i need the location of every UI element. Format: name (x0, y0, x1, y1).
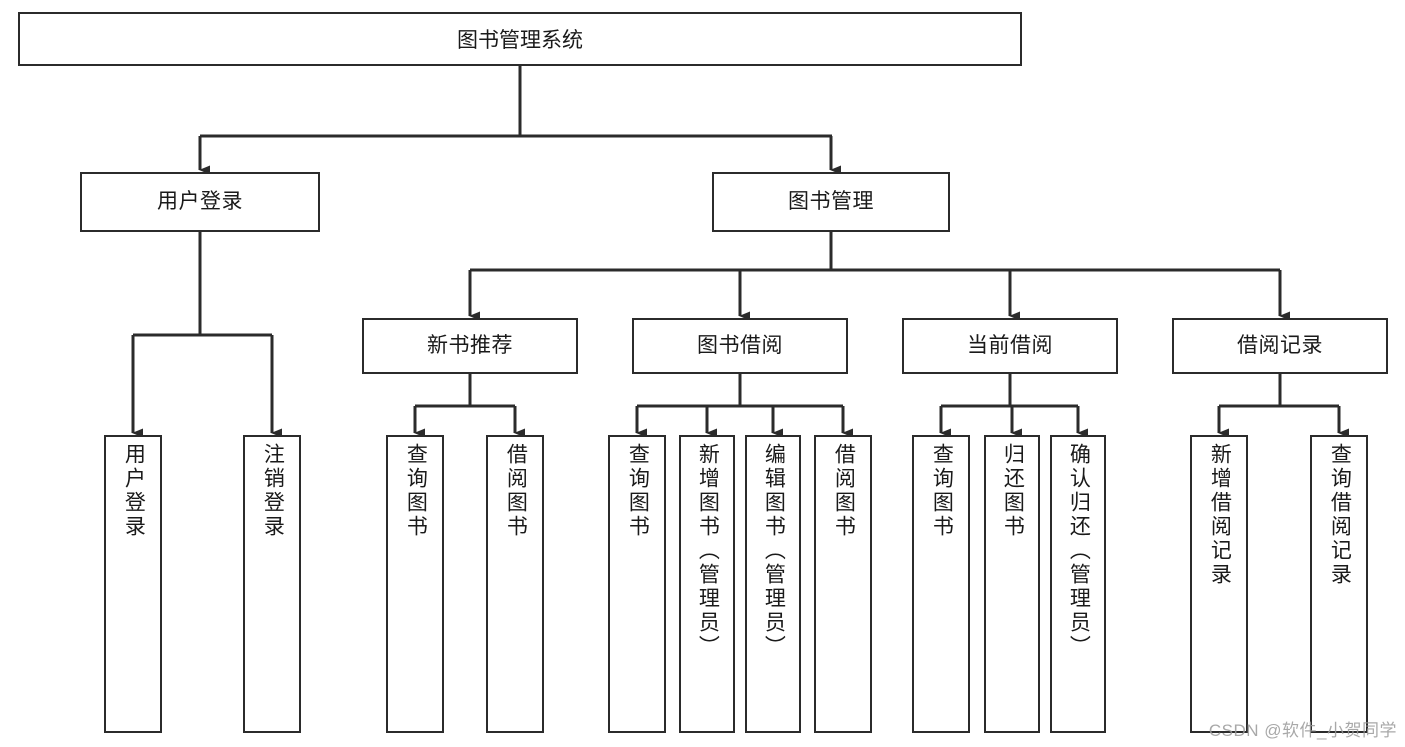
node-leaf-user-login-label: 用户登录 (122, 443, 146, 539)
node-leaf-bb-add-book[interactable]: 新增图书（管理员） (679, 435, 735, 733)
node-leaf-bb-edit-book-label: 编辑图书（管理员） (762, 443, 786, 659)
node-current-borrow-label: 当前借阅 (967, 334, 1053, 358)
node-leaf-bb-query-book[interactable]: 查询图书 (608, 435, 666, 733)
node-leaf-bb-query-book-label: 查询图书 (626, 443, 650, 539)
node-leaf-cb-query-book[interactable]: 查询图书 (912, 435, 970, 733)
leaf-inner: 确认归还（管理员） (1052, 443, 1104, 725)
node-leaf-cb-query-book-label: 查询图书 (930, 443, 954, 539)
node-leaf-br-add-record[interactable]: 新增借阅记录 (1190, 435, 1248, 733)
node-leaf-br-add-record-label: 新增借阅记录 (1208, 443, 1232, 587)
node-leaf-user-logout-label: 注销登录 (261, 443, 285, 539)
node-book-manage-label: 图书管理 (788, 190, 874, 214)
leaf-inner: 新增图书（管理员） (681, 443, 733, 725)
node-book-borrow[interactable]: 图书借阅 (632, 318, 848, 374)
node-leaf-bb-edit-book[interactable]: 编辑图书（管理员） (745, 435, 801, 733)
node-user-login[interactable]: 用户登录 (80, 172, 320, 232)
node-book-borrow-label: 图书借阅 (697, 334, 783, 358)
node-new-book-rec-label: 新书推荐 (427, 334, 513, 358)
leaf-inner: 借阅图书 (816, 443, 870, 725)
node-user-login-label: 用户登录 (157, 190, 243, 214)
node-leaf-bb-borrow-book-label: 借阅图书 (832, 443, 856, 539)
node-leaf-bb-add-book-label: 新增图书（管理员） (696, 443, 720, 659)
node-leaf-user-login[interactable]: 用户登录 (104, 435, 162, 733)
node-borrow-record[interactable]: 借阅记录 (1172, 318, 1388, 374)
leaf-inner: 查询图书 (610, 443, 664, 725)
leaf-inner: 新增借阅记录 (1192, 443, 1246, 725)
leaf-inner: 查询图书 (388, 443, 442, 725)
leaf-inner: 查询借阅记录 (1312, 443, 1366, 725)
node-leaf-cb-confirm-return-label: 确认归还（管理员） (1067, 443, 1091, 659)
node-leaf-rec-borrow-book-label: 借阅图书 (504, 443, 528, 539)
node-leaf-cb-confirm-return[interactable]: 确认归还（管理员） (1050, 435, 1106, 733)
node-leaf-bb-borrow-book[interactable]: 借阅图书 (814, 435, 872, 733)
node-leaf-user-logout[interactable]: 注销登录 (243, 435, 301, 733)
node-book-manage[interactable]: 图书管理 (712, 172, 950, 232)
node-new-book-rec[interactable]: 新书推荐 (362, 318, 578, 374)
node-leaf-rec-query-book-label: 查询图书 (404, 443, 428, 539)
leaf-inner: 用户登录 (106, 443, 160, 725)
node-leaf-rec-borrow-book[interactable]: 借阅图书 (486, 435, 544, 733)
node-current-borrow[interactable]: 当前借阅 (902, 318, 1118, 374)
leaf-inner: 借阅图书 (488, 443, 542, 725)
node-borrow-record-label: 借阅记录 (1237, 334, 1323, 358)
leaf-inner: 归还图书 (986, 443, 1038, 725)
node-leaf-br-query-record-label: 查询借阅记录 (1328, 443, 1352, 587)
csdn-watermark: CSDN @软件_小贺同学 (1208, 721, 1397, 740)
node-leaf-rec-query-book[interactable]: 查询图书 (386, 435, 444, 733)
node-leaf-cb-return-book-label: 归还图书 (1001, 443, 1025, 539)
node-root[interactable]: 图书管理系统 (18, 12, 1022, 66)
leaf-inner: 查询图书 (914, 443, 968, 725)
leaf-inner: 编辑图书（管理员） (747, 443, 799, 725)
leaf-inner: 注销登录 (245, 443, 299, 725)
node-leaf-br-query-record[interactable]: 查询借阅记录 (1310, 435, 1368, 733)
node-leaf-cb-return-book[interactable]: 归还图书 (984, 435, 1040, 733)
node-root-label: 图书管理系统 (457, 29, 583, 52)
